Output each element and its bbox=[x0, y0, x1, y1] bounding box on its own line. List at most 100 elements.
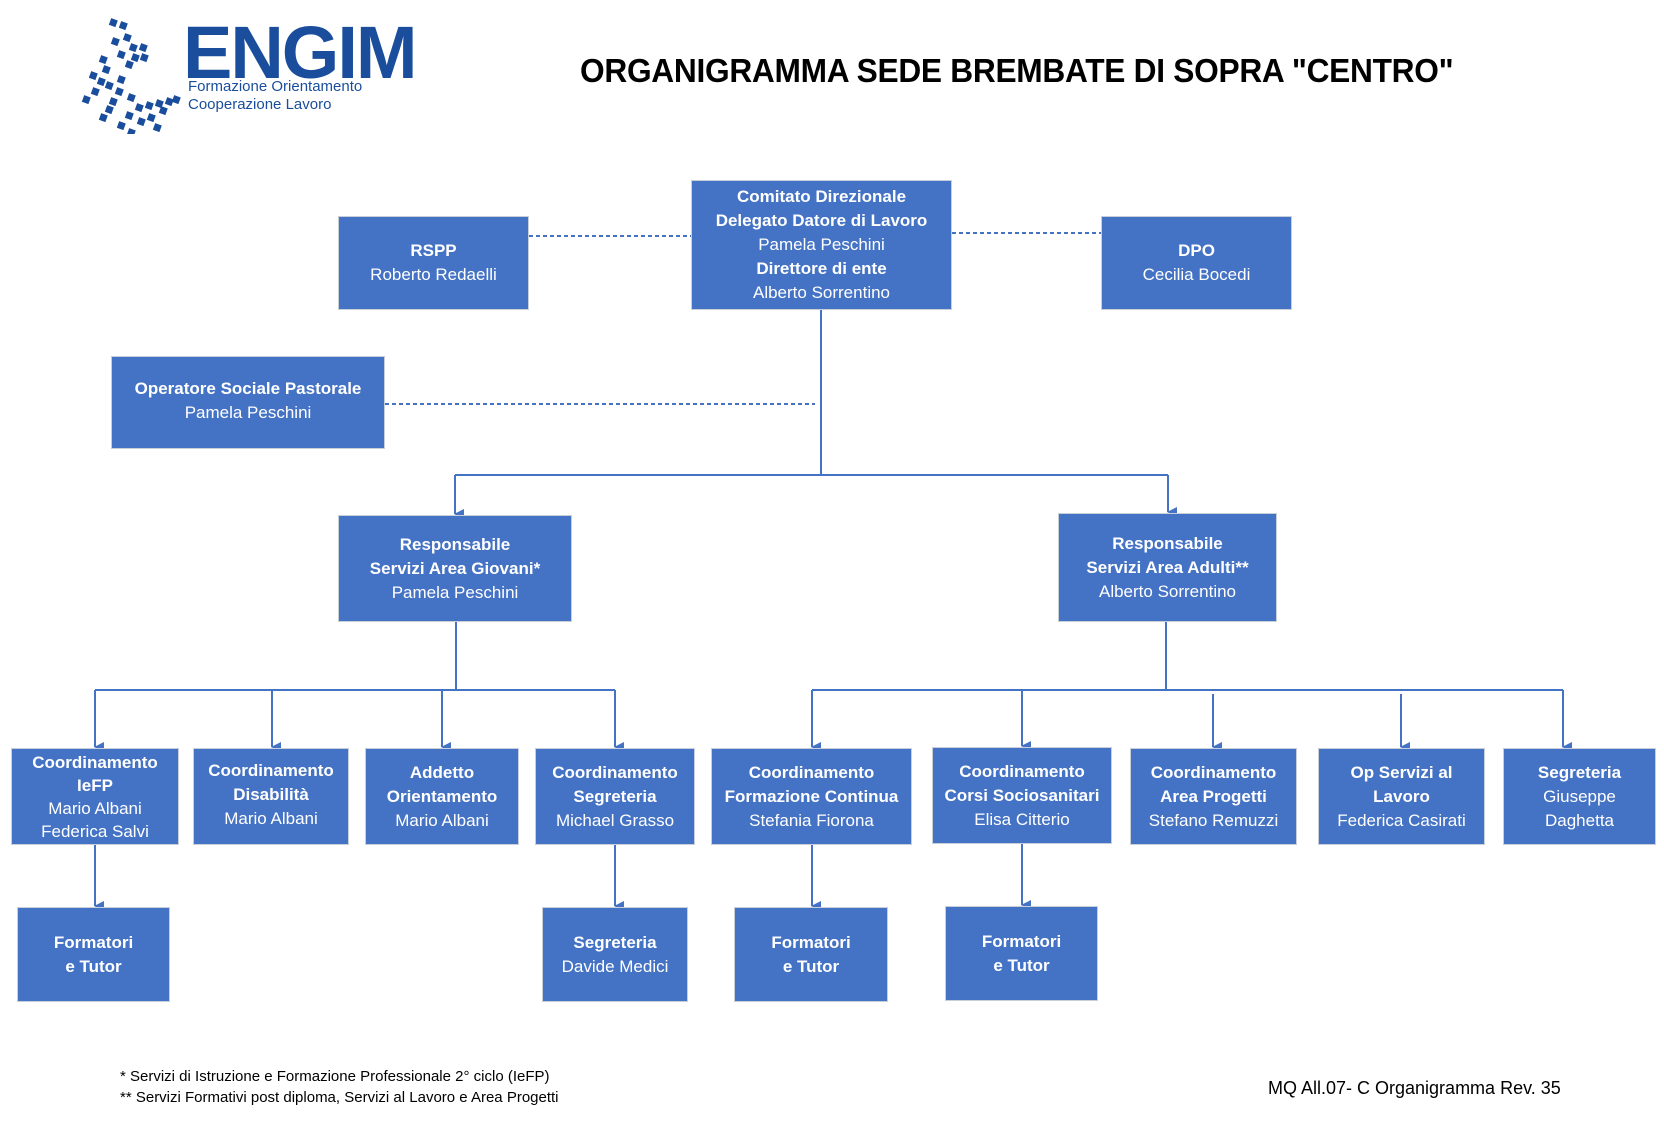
node-role: Operatore Sociale Pastorale bbox=[134, 379, 362, 398]
page-title: ORGANIGRAMMA SEDE BREMBATE DI SOPRA "CEN… bbox=[580, 52, 1454, 89]
node-role: Op Servizi al bbox=[1350, 762, 1453, 782]
logo-square bbox=[126, 128, 136, 134]
node-role: Coordinamento bbox=[32, 752, 158, 772]
node-role: IeFP bbox=[77, 775, 113, 795]
node-person: Mario Albani bbox=[48, 798, 142, 818]
logo-square bbox=[98, 55, 108, 65]
node-role: Formazione Continua bbox=[724, 786, 899, 806]
node-person: Cecilia Bocedi bbox=[1142, 265, 1251, 284]
logo-square bbox=[108, 97, 118, 107]
node-role: Delegato Datore di Lavoro bbox=[715, 211, 928, 230]
logo-square bbox=[139, 53, 149, 63]
node-role: Corsi Sociosanitari bbox=[944, 785, 1100, 805]
logo-square bbox=[114, 87, 124, 97]
logo-square bbox=[101, 65, 111, 75]
node-person: Mario Albani bbox=[224, 809, 318, 828]
logo-tagline-2: Cooperazione Lavoro bbox=[188, 96, 332, 113]
logo-wordmark: ENGIM bbox=[183, 11, 418, 94]
node-role: Comitato Direzionale bbox=[736, 187, 907, 206]
node-person: Alberto Sorrentino bbox=[752, 283, 891, 302]
document-reference: MQ All.07- C Organigramma Rev. 35 bbox=[1268, 1078, 1561, 1098]
node-role: Responsabile bbox=[1112, 533, 1223, 553]
logo-square bbox=[104, 105, 114, 115]
logo-square bbox=[136, 117, 146, 127]
logo-square bbox=[116, 50, 126, 60]
node-role: DPO bbox=[1178, 241, 1215, 260]
node-role: Lavoro bbox=[1373, 786, 1430, 806]
node-role: e Tutor bbox=[65, 956, 122, 976]
node-role: Orientamento bbox=[386, 786, 498, 806]
logo-square bbox=[116, 121, 126, 131]
node-role: Disabilità bbox=[233, 785, 309, 804]
logo-square bbox=[130, 53, 140, 63]
logo-square bbox=[104, 81, 114, 91]
logo-square bbox=[154, 99, 164, 109]
node-person: Pamela Peschini bbox=[391, 582, 519, 602]
node-dpo: DPO Cecilia Bocedi bbox=[1101, 216, 1292, 310]
node-formatori-iefp: Formatori e Tutor bbox=[17, 907, 170, 1002]
logo-square bbox=[164, 97, 174, 107]
logo-square bbox=[171, 95, 181, 105]
node-person: Mario Albani bbox=[395, 810, 489, 830]
logo-square bbox=[126, 93, 136, 103]
logo-square bbox=[124, 111, 134, 121]
node-person: Roberto Redaelli bbox=[370, 265, 497, 284]
node-person: Stefano Remuzzi bbox=[1148, 810, 1279, 830]
logo-square bbox=[124, 60, 134, 70]
logo-square bbox=[110, 37, 120, 47]
logo-square bbox=[88, 71, 98, 81]
node-role: Segreteria bbox=[573, 932, 657, 952]
logo-square bbox=[98, 113, 108, 123]
node-person: Michael Grasso bbox=[555, 810, 675, 830]
logo-square bbox=[108, 18, 118, 28]
node-role: Coordinamento bbox=[748, 762, 875, 782]
node-person: Federica Salvi bbox=[41, 821, 149, 841]
logo-square bbox=[122, 33, 132, 43]
node-role: Area Progetti bbox=[1160, 786, 1267, 806]
node-person: Pamela Peschini bbox=[184, 403, 312, 422]
logo-square bbox=[128, 43, 138, 53]
node-role: Coordinamento bbox=[959, 761, 1085, 781]
logo-square bbox=[144, 101, 154, 111]
node-role: Servizi Area Giovani* bbox=[369, 558, 541, 578]
logo-square bbox=[81, 95, 91, 105]
node-person: Alberto Sorrentino bbox=[1098, 581, 1237, 601]
logo-square bbox=[96, 77, 106, 87]
node-rspp: RSPP Roberto Redaelli bbox=[338, 216, 529, 310]
logo-square bbox=[116, 75, 126, 85]
engim-logo: ENGIM Formazione Orientamento Cooperazio… bbox=[48, 11, 418, 134]
node-role: RSPP bbox=[410, 241, 457, 260]
node-role: Direttore di ente bbox=[756, 259, 887, 278]
node-role: Formatori bbox=[53, 932, 134, 952]
logo-square bbox=[158, 106, 168, 116]
node-role: Coordinamento bbox=[208, 761, 334, 780]
logo-square bbox=[138, 43, 148, 53]
footnote-adulti: ** Servizi Formativi post diploma, Servi… bbox=[120, 1089, 559, 1106]
logo-square bbox=[90, 87, 100, 97]
node-person: Federica Casirati bbox=[1337, 810, 1466, 830]
node-person: Davide Medici bbox=[561, 956, 669, 976]
node-role: Segreteria bbox=[573, 786, 657, 806]
node-person: Giuseppe bbox=[1543, 786, 1616, 806]
node-role: e Tutor bbox=[782, 956, 840, 976]
node-role: Segreteria bbox=[1537, 762, 1622, 782]
node-person: Elisa Citterio bbox=[974, 809, 1070, 829]
node-role: Formatori bbox=[981, 931, 1062, 951]
logo-tagline-1: Formazione Orientamento bbox=[188, 78, 363, 95]
